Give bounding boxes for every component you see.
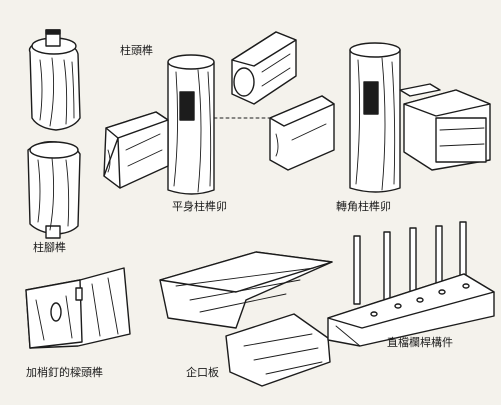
label-column-foot-tenon: 柱腳榫	[33, 241, 66, 254]
label-straight-mortise: 平身柱榫卯	[172, 200, 227, 213]
label-lattice-member: 直檔欄桿構件	[387, 336, 453, 349]
lattice-member-figure	[327, 221, 495, 347]
pegged-beam-head-figure	[25, 267, 131, 349]
corner-column-joint-figure	[269, 42, 491, 193]
tongue-groove-board-figure	[159, 251, 333, 387]
label-column-head-tenon: 柱頭榫	[120, 44, 153, 57]
label-pegged-beam-head: 加梢釘的樑頭榫	[26, 366, 103, 379]
column-head-tenon-figure	[28, 29, 81, 131]
label-corner-mortise: 轉角柱榫卯	[336, 200, 391, 213]
straight-column-joint-figure	[103, 31, 321, 195]
label-tongue-groove-board: 企口板	[186, 366, 219, 379]
column-foot-tenon-figure	[27, 140, 81, 239]
